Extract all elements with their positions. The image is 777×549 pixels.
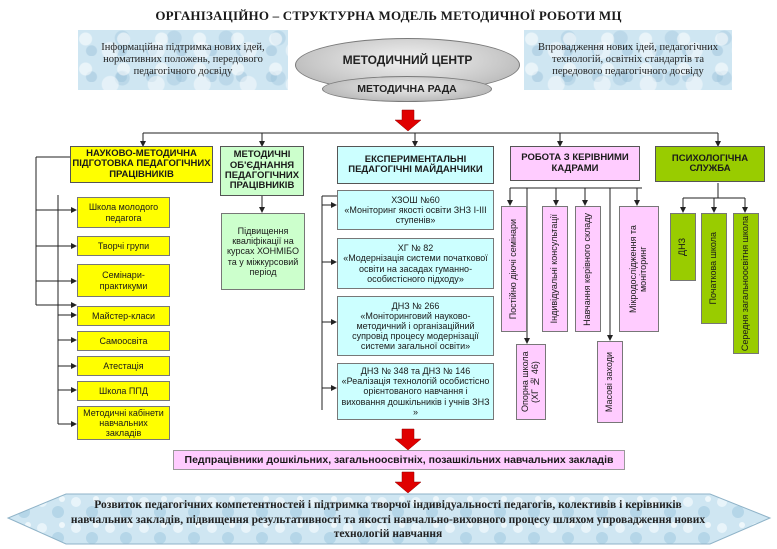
workers-bar: Педпрацівники дошкільних, загальноосвітн… bbox=[173, 450, 625, 470]
arrow-down-2 bbox=[394, 428, 422, 451]
header-psy: ПСИХОЛОГІЧНА СЛУЖБА bbox=[655, 146, 765, 182]
kadry-item: Масові заходи bbox=[597, 341, 623, 423]
header-psy-label: ПСИХОЛОГІЧНА СЛУЖБА bbox=[671, 152, 749, 174]
workers-bar-label: Педпрацівники дошкільних, загальноосвітн… bbox=[184, 454, 614, 466]
kadry-item: Мікродослідження та моніторинг bbox=[619, 206, 659, 332]
header-nmp: НАУКОВО-МЕТОДИЧНА ПІДГОТОВКА ПЕДАГОГІЧНИ… bbox=[70, 146, 213, 183]
exp-item-name: ХГ № 82 bbox=[397, 243, 434, 254]
header-mo-label: МЕТОДИЧНІ ОБ'ЄДНАННЯ ПЕДАГОГІЧНИХ ПРАЦІВ… bbox=[224, 149, 300, 192]
header-kadry-label: РОБОТА З КЕРІВНИМИ КАДРАМИ bbox=[521, 152, 629, 174]
bottom-goal-text: Розвиток педагогічних компетентностей і … bbox=[70, 499, 706, 541]
kadry-item: Постійно діючі семінари bbox=[501, 206, 527, 332]
council-title: МЕТОДИЧНА РАДА bbox=[357, 83, 457, 95]
info-left-box: Інформаційна підтримка нових ідей, норма… bbox=[78, 30, 288, 90]
kadry-item: Навчання керівного складу bbox=[575, 206, 601, 332]
nmp-item: Школа ППД bbox=[77, 381, 170, 401]
info-left-text: Інформаційна підтримка нових ідей, норма… bbox=[101, 41, 265, 78]
info-right-box: Впровадження нових ідей, педагогічних те… bbox=[524, 30, 732, 90]
exp-item-topic: «Модернізація системи початкової освіти … bbox=[343, 253, 488, 284]
exp-item-name: ДНЗ № 348 та ДНЗ № 146 bbox=[360, 366, 471, 377]
mo-item: Підвищення кваліфікації на курсах ХОНМІБ… bbox=[221, 213, 305, 290]
exp-item-name: ДНЗ № 266 bbox=[391, 300, 440, 311]
exp-item: ДНЗ № 266 «Моніторинговий науково-методи… bbox=[337, 296, 494, 356]
exp-item-name: ХЗОШ №60 bbox=[391, 194, 440, 205]
kadry-item: Індивідуальні консультації bbox=[542, 206, 568, 332]
nmp-item: Творчі групи bbox=[77, 236, 170, 256]
psy-item: Середня загальноосвітня школа bbox=[733, 213, 759, 354]
nmp-item: Майстер-класи bbox=[77, 306, 170, 326]
exp-item-topic: «Реалізація технологій особистісно орієн… bbox=[341, 376, 490, 417]
psy-item: ДНЗ bbox=[670, 213, 696, 281]
header-mo: МЕТОДИЧНІ ОБ'ЄДНАННЯ ПЕДАГОГІЧНИХ ПРАЦІВ… bbox=[220, 146, 304, 196]
nmp-item: Самоосвіта bbox=[77, 331, 170, 351]
center-title: МЕТОДИЧНИЙ ЦЕНТР bbox=[342, 53, 473, 67]
arrow-down-3 bbox=[394, 471, 422, 494]
psy-item: Початкова школа bbox=[701, 213, 727, 324]
nmp-item: Семінари-практикуми bbox=[77, 264, 170, 297]
exp-item-topic: «Моніторинг якості освіти ЗНЗ І-ІІІ ступ… bbox=[344, 204, 487, 226]
header-exp: ЕКСПЕРИМЕНТАЛЬНІ ПЕДАГОГІЧНІ МАЙДАНЧИКИ bbox=[337, 146, 494, 184]
header-kadry: РОБОТА З КЕРІВНИМИ КАДРАМИ bbox=[510, 146, 640, 181]
info-right-text: Впровадження нових ідей, педагогічних те… bbox=[538, 41, 718, 78]
nmp-item: Атестація bbox=[77, 356, 170, 376]
kadry-item: Опорна школа (ХГ № 46) bbox=[516, 344, 546, 420]
exp-item: ДНЗ № 348 та ДНЗ № 146 «Реалізація техно… bbox=[337, 363, 494, 420]
nmp-item: Методичні кабінети навчальних закладів bbox=[77, 406, 170, 440]
exp-item: ХГ № 82 «Модернізація системи початкової… bbox=[337, 238, 494, 289]
council-ellipse: МЕТОДИЧНА РАДА bbox=[322, 76, 492, 102]
header-exp-label: ЕКСПЕРИМЕНТАЛЬНІ ПЕДАГОГІЧНІ МАЙДАНЧИКИ bbox=[348, 153, 483, 175]
exp-item: ХЗОШ №60 «Моніторинг якості освіти ЗНЗ І… bbox=[337, 190, 494, 230]
exp-item-topic: «Моніторинговий науково-методичний і орг… bbox=[352, 310, 479, 352]
header-nmp-label: НАУКОВО-МЕТОДИЧНА ПІДГОТОВКА ПЕДАГОГІЧНИ… bbox=[72, 147, 211, 180]
nmp-item: Школа молодого педагога bbox=[77, 197, 170, 228]
arrow-down-1 bbox=[394, 109, 422, 132]
page-title: ОРГАНІЗАЦІЙНО – СТРУКТУРНА МОДЕЛЬ МЕТОДИ… bbox=[155, 8, 622, 23]
